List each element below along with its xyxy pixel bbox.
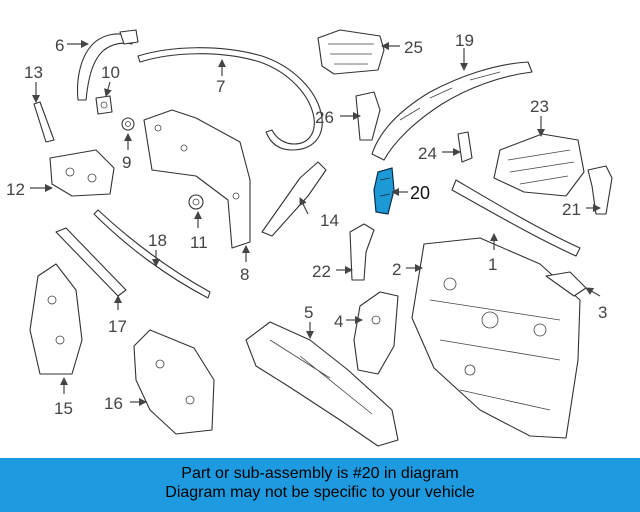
info-banner: Part or sub-assembly is #20 in diagram D… bbox=[0, 458, 640, 512]
callout-22: 22 bbox=[312, 262, 331, 281]
part-20-highlighted[interactable] bbox=[373, 167, 395, 215]
callout-20: 20 bbox=[410, 183, 430, 203]
part-26-bracket[interactable] bbox=[355, 91, 381, 141]
part-6-rod[interactable] bbox=[77, 29, 139, 101]
part-7-weatherstrip[interactable] bbox=[137, 47, 323, 151]
callout-17: 17 bbox=[108, 317, 127, 336]
part-23-cowl-side[interactable] bbox=[493, 133, 585, 197]
part-10-clip[interactable] bbox=[95, 95, 113, 115]
part-5-duct[interactable] bbox=[245, 321, 399, 447]
part-9-bolt[interactable] bbox=[121, 117, 135, 131]
callout-19: 19 bbox=[455, 31, 474, 50]
leader-lines bbox=[30, 40, 601, 406]
part-16-lower-panel[interactable] bbox=[133, 329, 215, 435]
callout-6: 6 bbox=[55, 36, 64, 55]
callout-23: 23 bbox=[530, 97, 549, 116]
part-24-clip[interactable] bbox=[457, 131, 473, 163]
part-18-strip[interactable] bbox=[93, 209, 211, 299]
part-8-insulator[interactable] bbox=[143, 109, 251, 249]
callout-2: 2 bbox=[392, 260, 401, 279]
callout-26: 26 bbox=[315, 108, 334, 127]
banner-line-1: Part or sub-assembly is #20 in diagram bbox=[181, 465, 459, 482]
callout-14: 14 bbox=[320, 211, 339, 230]
callout-5: 5 bbox=[304, 303, 313, 322]
callout-4: 4 bbox=[334, 312, 343, 331]
part-4-bracket[interactable] bbox=[353, 291, 399, 375]
part-2-dash-panel[interactable] bbox=[411, 237, 581, 439]
callout-11: 11 bbox=[190, 233, 208, 252]
part-17-seal[interactable] bbox=[55, 227, 127, 297]
callout-21: 21 bbox=[562, 200, 581, 219]
part-19-upper-rail[interactable] bbox=[371, 61, 533, 161]
parts-diagram: 6 7 25 19 13 10 9 12 26 23 24 21 20 14 1… bbox=[6, 29, 613, 447]
part-14-brace[interactable] bbox=[261, 161, 327, 237]
part-1-cross-rail[interactable] bbox=[451, 179, 581, 257]
banner-line-2: Diagram may not be specific to your vehi… bbox=[165, 484, 475, 501]
part-15-side-panel[interactable] bbox=[29, 263, 83, 375]
part-11-grommet[interactable] bbox=[188, 194, 204, 210]
callout-1: 1 bbox=[488, 255, 497, 274]
part-12-bracket-panel[interactable] bbox=[49, 149, 115, 197]
part-25-vent-box[interactable] bbox=[317, 29, 385, 75]
part-21-bracket[interactable] bbox=[587, 165, 613, 215]
callout-24: 24 bbox=[418, 144, 437, 163]
part-22-brace[interactable] bbox=[349, 223, 375, 281]
callout-15: 15 bbox=[54, 399, 73, 418]
callout-13: 13 bbox=[24, 63, 43, 82]
callout-9: 9 bbox=[122, 153, 131, 172]
callout-3: 3 bbox=[598, 303, 607, 322]
callout-16: 16 bbox=[104, 394, 123, 413]
callout-18: 18 bbox=[148, 231, 167, 250]
callout-labels: 6 7 25 19 13 10 9 12 26 23 24 21 20 14 1… bbox=[6, 31, 607, 418]
callout-7: 7 bbox=[216, 77, 225, 96]
callout-12: 12 bbox=[6, 180, 25, 199]
part-13-bracket[interactable] bbox=[33, 101, 55, 143]
callout-25: 25 bbox=[404, 38, 423, 57]
callout-8: 8 bbox=[240, 265, 249, 284]
callout-10: 10 bbox=[101, 63, 120, 82]
